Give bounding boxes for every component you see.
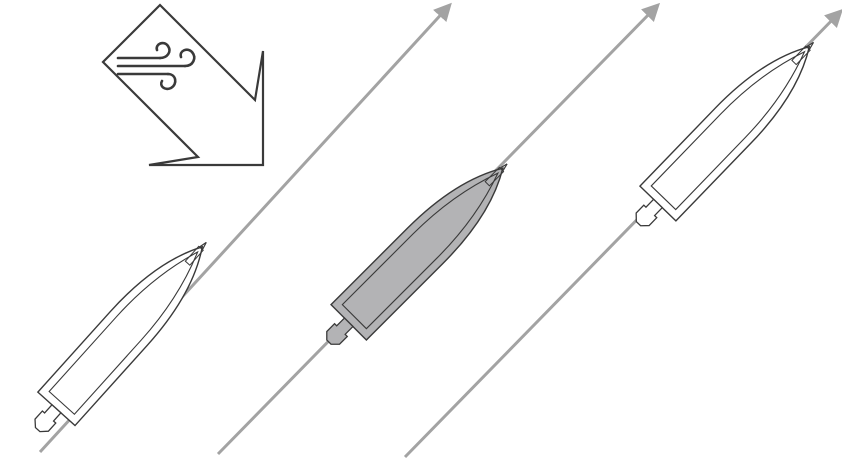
boat-right	[620, 25, 831, 241]
wind-direction-arrow	[103, 5, 263, 165]
boat-center	[311, 146, 525, 360]
boat-left	[19, 226, 225, 447]
